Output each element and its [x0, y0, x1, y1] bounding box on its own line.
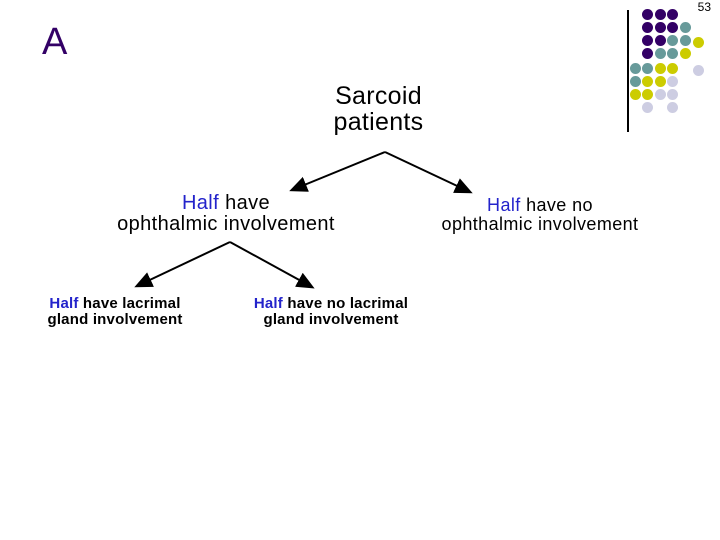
deco-dot [666, 101, 678, 113]
deco-dot [679, 34, 691, 46]
node-line1: Half have no lacrimal [216, 296, 446, 312]
deco-dot [629, 75, 641, 87]
arrow-root-to-no-ophthalmic [384, 151, 473, 194]
deco-dot [654, 47, 666, 59]
deco-dot [654, 34, 666, 46]
node-line2: ophthalmic involvement [117, 213, 335, 235]
deco-dot [692, 36, 704, 48]
half-highlight: Half [253, 295, 283, 312]
node-line2: ophthalmic involvement [441, 214, 639, 234]
node-line1-rest: have lacrimal [78, 295, 181, 312]
deco-dot [666, 8, 678, 20]
arrow-ophthalmic-to-no-lacrimal [229, 241, 315, 289]
section-letter: A [42, 21, 68, 63]
deco-dot [666, 34, 678, 46]
deco-dot [654, 88, 666, 100]
deco-dot [641, 21, 653, 33]
deco-dot [641, 75, 653, 87]
node-line1-rest: have no [520, 195, 593, 215]
deco-dot [666, 21, 678, 33]
page-number: 53 [697, 0, 711, 14]
node-ophthalmic-involvement: Half have ophthalmic involvement [66, 193, 386, 235]
half-highlight: Half [487, 195, 521, 215]
deco-dot [679, 47, 691, 59]
node-lacrimal-gland-involvement: Half have lacrimal gland involvement [0, 296, 230, 328]
deco-dot [654, 8, 666, 20]
deco-dot [641, 88, 653, 100]
deco-dot [641, 101, 653, 113]
node-line1: Half have no [380, 196, 700, 215]
half-highlight: Half [49, 295, 79, 312]
deco-dot [641, 8, 653, 20]
node-no-lacrimal-gland-involvement: Half have no lacrimal gland involvement [216, 296, 446, 328]
node-line1-rest: have [219, 192, 271, 214]
deco-dot [666, 47, 678, 59]
slide-title: Sarcoid patients [333, 82, 424, 136]
node-line2: gland involvement [263, 311, 399, 328]
deco-dot [654, 75, 666, 87]
deco-dot [666, 62, 678, 74]
half-highlight: Half [181, 192, 220, 214]
deco-dot [641, 47, 653, 59]
corner-vertical-line [627, 10, 629, 132]
node-line2: gland involvement [47, 311, 183, 328]
arrow-ophthalmic-to-lacrimal [134, 241, 231, 288]
node-line1-rest: have no lacrimal [283, 295, 409, 312]
arrow-root-to-ophthalmic [289, 151, 386, 192]
deco-dot [654, 62, 666, 74]
deco-dot [654, 21, 666, 33]
node-no-ophthalmic-involvement: Half have no ophthalmic involvement [380, 196, 700, 234]
deco-dot [666, 75, 678, 87]
deco-dot [629, 62, 641, 74]
deco-dot [692, 64, 704, 76]
deco-dot [629, 88, 641, 100]
node-line1: Half have [66, 193, 386, 214]
deco-dot [641, 34, 653, 46]
deco-dot [641, 62, 653, 74]
node-line1: Half have lacrimal [0, 296, 230, 312]
deco-dot [679, 21, 691, 33]
deco-dot [666, 88, 678, 100]
